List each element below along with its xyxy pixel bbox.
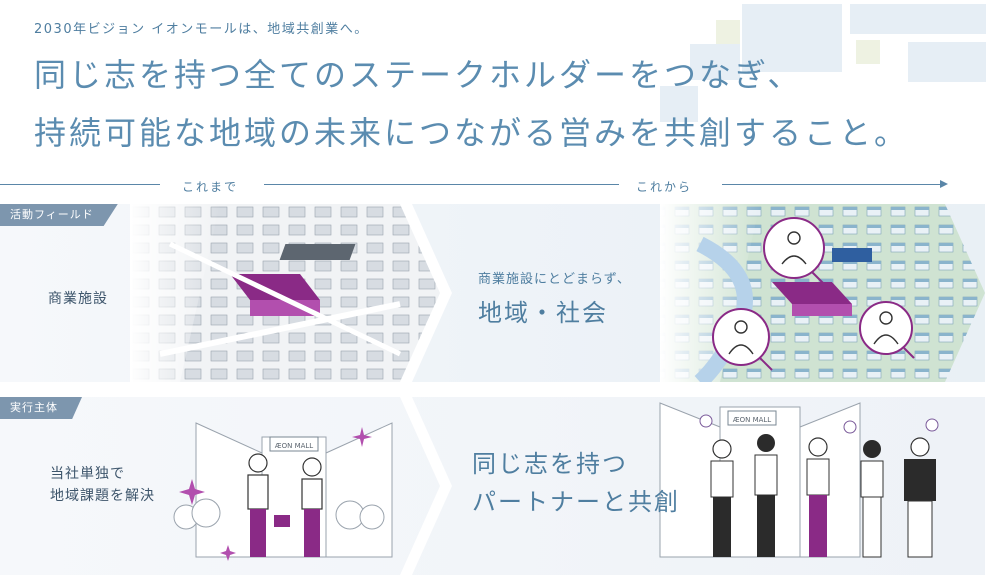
- vision-subtitle: 2030年ビジョン イオンモールは、地域共創業へ。: [34, 22, 369, 37]
- decor-square: [690, 44, 740, 80]
- decor-square: [850, 4, 986, 34]
- headline-line-1: 同じ志を持つ全てのステークホルダーをつなぎ、: [34, 56, 803, 94]
- community-circle: [712, 217, 915, 371]
- timeline-arrow-icon: [940, 180, 948, 188]
- timeline-past-label: これまで: [182, 180, 239, 194]
- timeline-line: [264, 184, 619, 185]
- mall-building: [230, 274, 320, 300]
- lightbulb-icon: [699, 414, 939, 434]
- past-activity-text: 商業施設: [48, 291, 108, 307]
- executing-entity-band: ÆON MALL ÆON MAL: [0, 397, 985, 575]
- executing-entity-tag: 実行主体: [0, 397, 82, 419]
- future-activity-text: 地域・社会: [478, 299, 608, 327]
- decor-square: [908, 42, 986, 82]
- decor-square: [716, 20, 740, 44]
- headline-line-2: 持続可能な地域の未来につながる営みを共創すること。: [34, 114, 910, 152]
- decor-square: [660, 86, 698, 122]
- mall-sign-future: ÆON MALL: [733, 416, 772, 424]
- executing-entity-illustration: ÆON MALL ÆON MAL: [0, 397, 985, 575]
- employee-figures: [247, 453, 323, 557]
- decor-square: [856, 40, 880, 64]
- timeline-line: [722, 184, 940, 185]
- future-entity-line-1: 同じ志を持つ: [472, 450, 628, 478]
- mall-sign-past: ÆON MALL: [275, 442, 314, 450]
- activity-field-tag: 活動フィールド: [0, 204, 118, 226]
- timeline-future-label: これから: [636, 180, 693, 194]
- activity-field-illustration: [0, 204, 985, 388]
- past-entity-line-2: 地域課題を解決: [50, 488, 155, 504]
- activity-field-band: 活動フィールド 商業施設 商業施設にとどまらず、 地域・社会: [0, 204, 985, 388]
- sparkle-icon: [179, 427, 372, 561]
- future-entity-line-2: パートナーと共創: [472, 488, 680, 516]
- timeline-line: [0, 184, 160, 185]
- decor-square: [742, 4, 842, 72]
- future-activity-subtext: 商業施設にとどまらず、: [478, 272, 631, 287]
- partner-figures: [710, 434, 936, 558]
- past-entity-line-1: 当社単独で: [50, 466, 125, 482]
